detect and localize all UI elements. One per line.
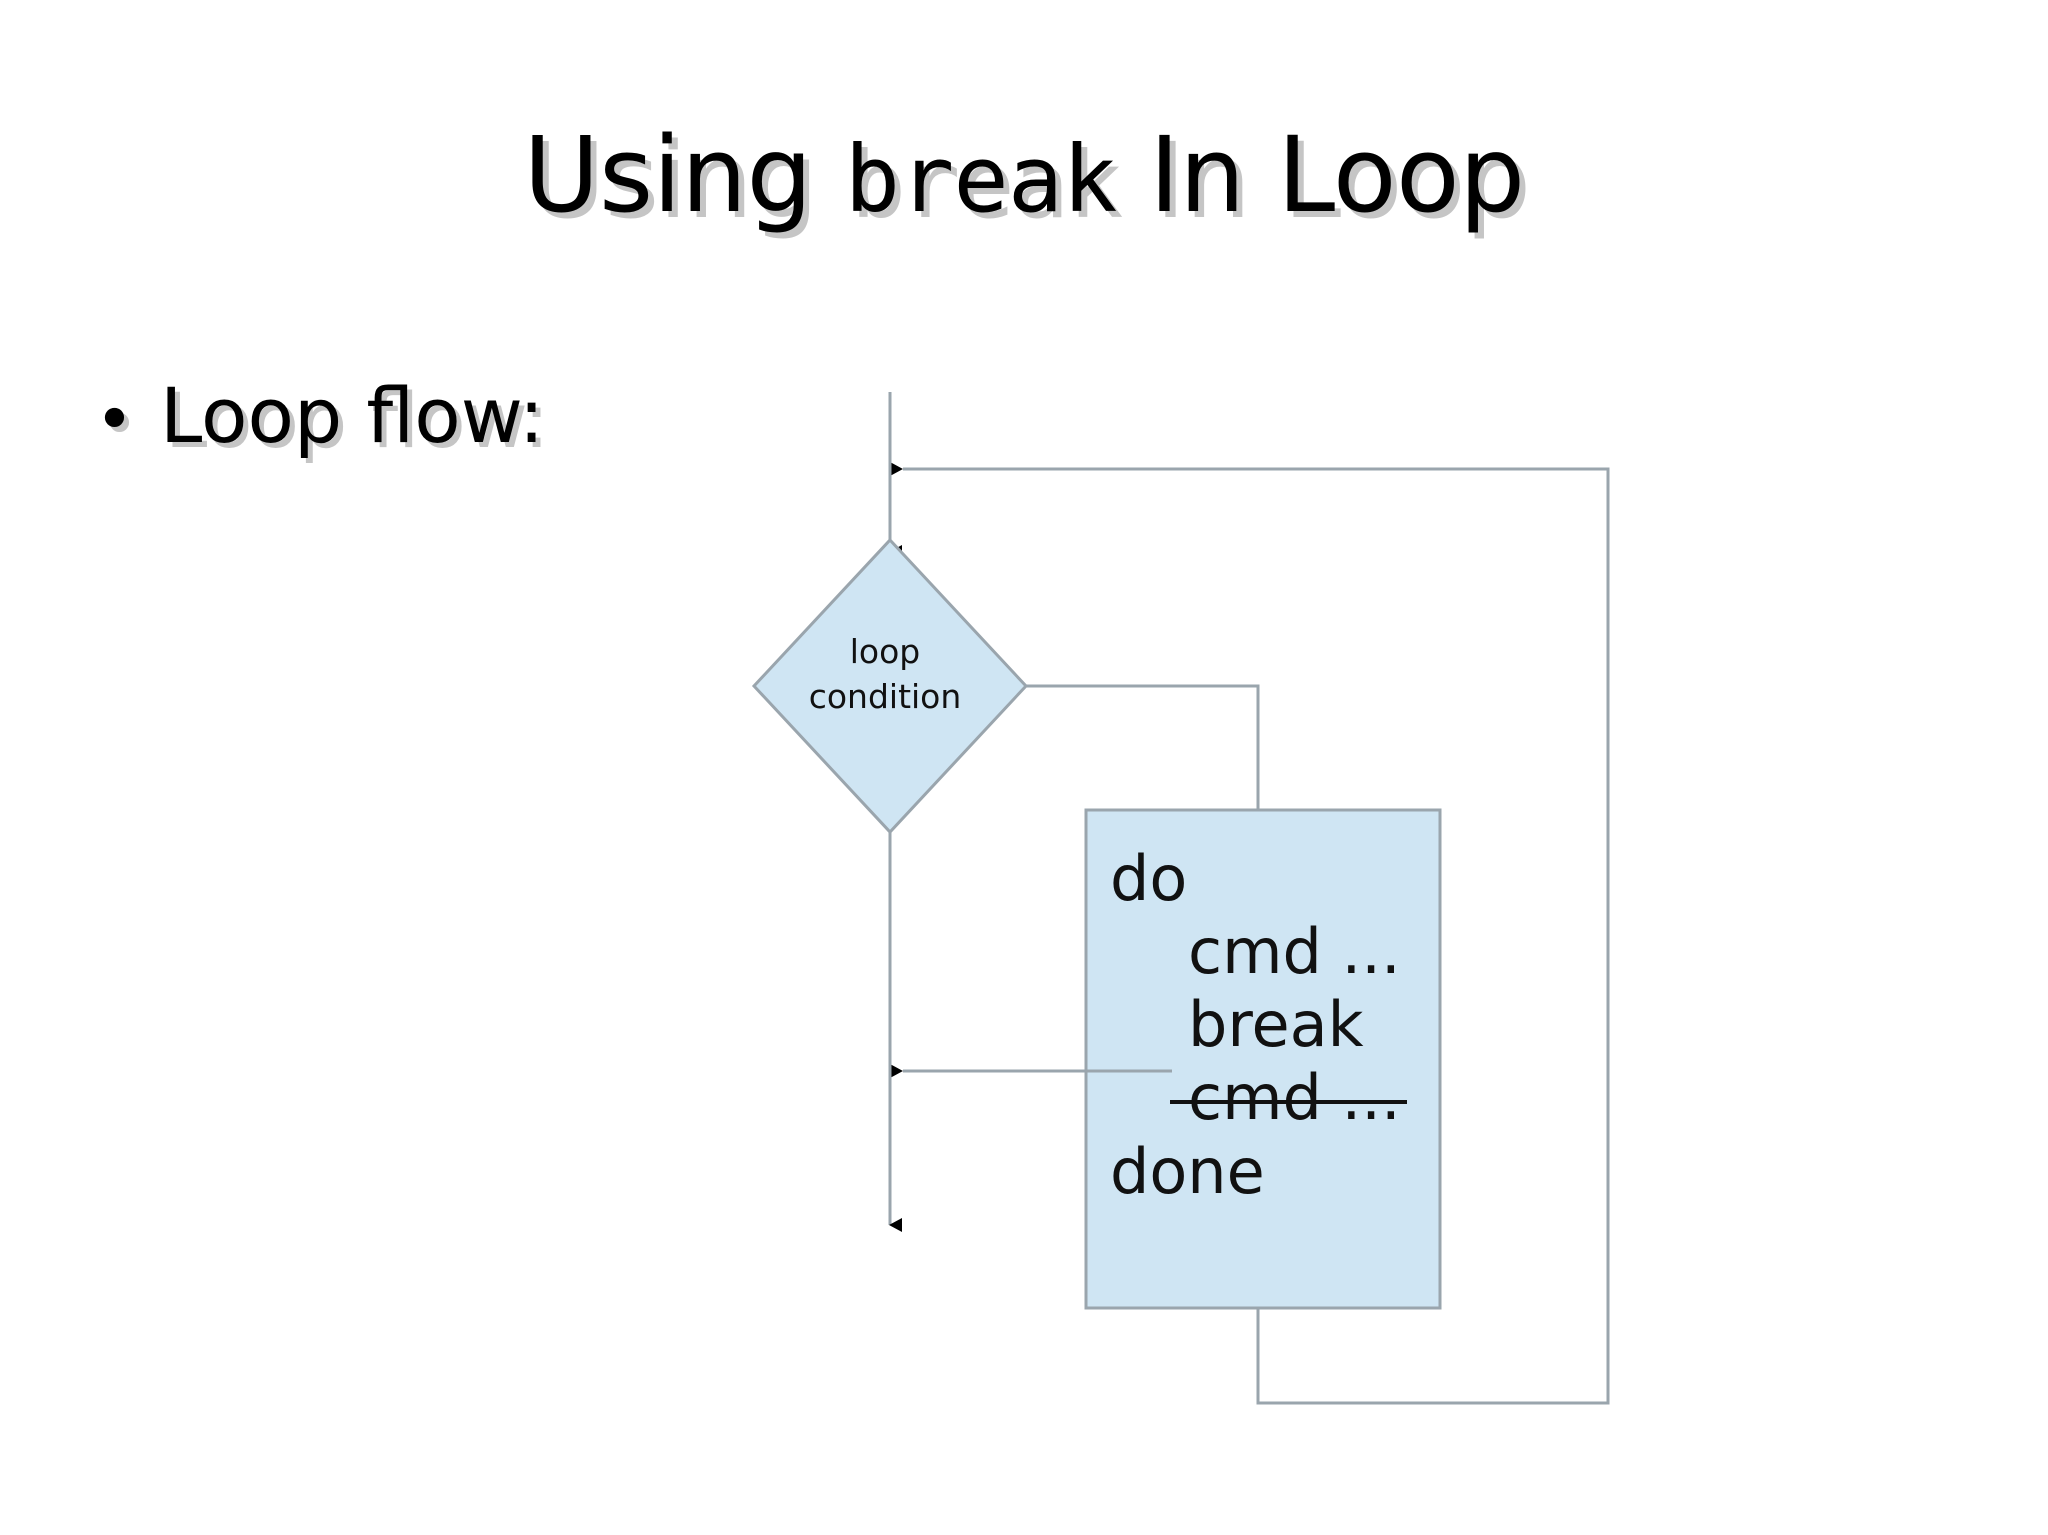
bullet-list-item: • Loop flow: [95, 378, 544, 454]
condition-true-connector [1026, 684, 1270, 829]
code-token-done: done [1110, 1134, 1265, 1208]
decision-diamond [751, 537, 1029, 835]
code-token-cmd-2: cmd ... [1170, 1061, 1407, 1135]
process-box [1084, 808, 1442, 1310]
code-line-cmd-1: cmd ... [1110, 915, 1440, 988]
bullet-item-label: Loop flow: [159, 371, 545, 460]
code-line-cmd-2-struck: cmd ... [1110, 1061, 1440, 1134]
title-code-keyword: break [844, 126, 1118, 233]
code-line-break: break [1110, 988, 1440, 1061]
code-token-break: break [1188, 988, 1364, 1062]
title-suffix: In Loop [1116, 114, 1525, 236]
page-title: Using break In Loop [0, 118, 2048, 232]
bullet-marker-icon: • [95, 381, 134, 458]
code-token-cmd-1: cmd ... [1188, 915, 1401, 989]
code-line-do: do [1110, 842, 1440, 915]
code-token-do: do [1110, 842, 1188, 915]
title-prefix: Using [523, 114, 845, 236]
process-box-code: do cmd ... break cmd ... done [1086, 810, 1440, 1308]
code-line-done: done [1110, 1135, 1440, 1208]
loop-return-connector [890, 462, 1610, 1405]
